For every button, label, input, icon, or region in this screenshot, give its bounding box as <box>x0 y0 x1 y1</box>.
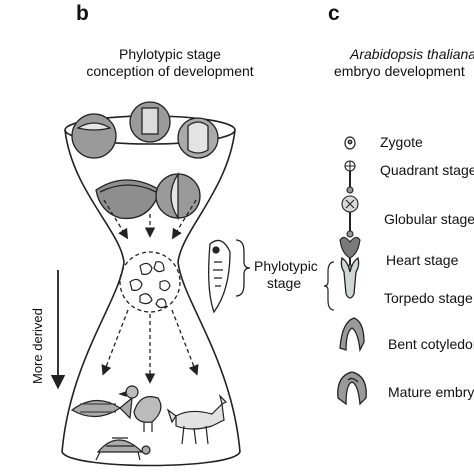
stage-label-globular: Globular stage <box>384 211 474 227</box>
phylotypic-label-line2: stage <box>266 275 302 291</box>
stage-label-quadrant: Quadrant stage <box>380 162 474 178</box>
phylotypic-embryos <box>129 261 171 309</box>
phylotypic-stage-label: Phylotypic stage <box>254 258 318 292</box>
stage-label-zygote: Zygote <box>380 134 423 150</box>
stage-label-heart: Heart stage <box>386 252 459 268</box>
phylotypic-label-line1: Phylotypic <box>254 258 318 274</box>
phylotypic-circle <box>119 251 181 313</box>
panel-c-title-line1: Arabidopsis thaliana <box>350 46 474 62</box>
hourglass-glass <box>61 115 241 467</box>
globular-embryo-icon <box>341 195 359 238</box>
zygote-icon <box>344 136 356 150</box>
diverging-arrows <box>101 309 199 384</box>
panel-b-title-line2: conception of development <box>86 63 254 79</box>
fox-icon <box>166 394 228 445</box>
stage-label-torpedo: Torpedo stage <box>384 290 473 306</box>
panel-b-title-line1: Phylotypic stage <box>119 46 221 62</box>
turtle-icon <box>95 437 151 461</box>
torpedo-embryo-icon <box>340 256 360 299</box>
fish-icon <box>70 396 133 420</box>
early-embryos <box>71 101 219 221</box>
bent-cotyledon-icon <box>339 317 365 353</box>
chicken-icon <box>118 385 162 432</box>
panel-c-title-line2: embryo development <box>334 63 465 79</box>
pharyngula-embryo <box>208 239 231 314</box>
panel-b-letter: b <box>76 2 89 25</box>
mature-embryo-icon <box>337 371 367 406</box>
stage-label-bent-cotyledon: Bent cotyledon <box>388 336 474 352</box>
phylotypic-brace <box>235 239 251 297</box>
panel-b-title: Phylotypic stage conception of developme… <box>60 46 280 80</box>
stage-label-mature-embryo: Mature embryo <box>388 384 474 400</box>
quadrant-embryo-icon <box>344 160 356 194</box>
panel-c-letter: c <box>328 2 340 25</box>
converging-arrows <box>103 199 197 240</box>
panel-c-title: Arabidopsis thaliana embryo development <box>334 46 474 80</box>
